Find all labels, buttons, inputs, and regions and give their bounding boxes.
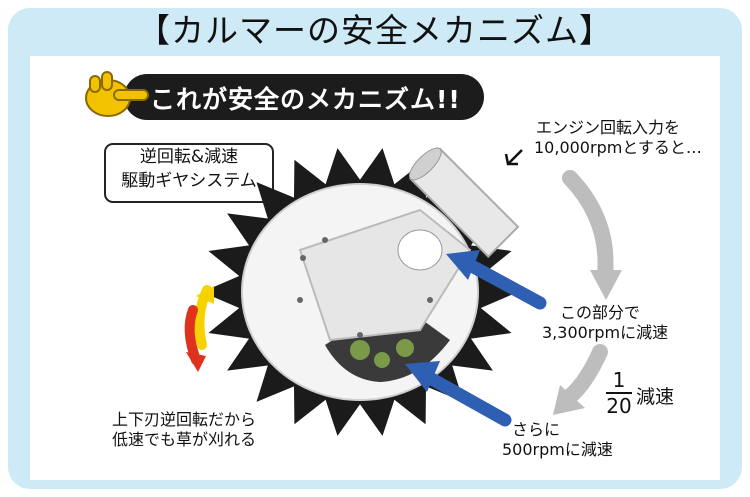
- flow-arrow-upper: [562, 170, 614, 283]
- headline-banner: [124, 74, 484, 120]
- fraction-bar: [606, 392, 632, 394]
- stage2-note: さらに 500rpmに減速: [502, 420, 613, 460]
- headline-text: これが安全のメカニズム!!: [150, 85, 461, 114]
- blade-note-line1: 上下刃逆回転だから: [112, 410, 257, 429]
- page-title: 【カルマーの安全メカニズム】: [137, 11, 613, 50]
- blade-note-line2: 低速でも草が刈れる: [112, 430, 257, 449]
- stage2-note-line1: さらに: [512, 420, 561, 439]
- pointer-arrowhead-stage1: [446, 250, 480, 280]
- reduction-numerator: 1: [612, 368, 626, 392]
- flow-arrowhead-upper: [590, 270, 622, 300]
- mechanism-label-box: 逆回転&減速 駆動ギヤシステム: [104, 143, 274, 203]
- input-shaft: [408, 147, 520, 258]
- rotation-arrowhead-up: [196, 286, 214, 304]
- input-note: エンジン回転入力を 10,000rpmとすると…: [534, 118, 702, 158]
- reduction-denominator: 20: [606, 394, 632, 418]
- reduction-fraction: 1 20: [606, 370, 632, 416]
- input-pointer-arrowhead: [504, 153, 518, 166]
- gear-cover: [397, 229, 443, 271]
- pointer-arrowhead-stage2: [405, 361, 440, 392]
- flow-arrow-lower: [560, 344, 608, 406]
- reduction-word: 減速: [636, 386, 675, 408]
- bolts: [297, 237, 433, 338]
- blade-note: 上下刃逆回転だから 低速でも草が刈れる: [112, 410, 256, 450]
- pointing-hand-icon: [85, 71, 149, 117]
- input-note-line1: エンジン回転入力を: [536, 118, 681, 137]
- gear-teeth: [350, 339, 414, 368]
- pointer-arrow-stage1: [463, 258, 547, 310]
- rotation-arrowhead-down: [186, 352, 206, 372]
- mechanism-label-line1: 逆回転&減速: [139, 147, 239, 167]
- pointer-arrow-stage2: [423, 371, 512, 427]
- input-note-line2: 10,000rpmとすると…: [534, 138, 702, 157]
- input-pointer-arrow: [507, 149, 523, 165]
- mechanism-label-line2: 駆動ギヤシステム: [121, 171, 257, 191]
- stage1-note-line2: 3,300rpmに減速: [542, 323, 669, 342]
- stage1-note: この部分で 3,300rpmに減速: [542, 303, 668, 343]
- stage1-note-line1: この部分で: [560, 303, 641, 322]
- rotation-arrow-down: [184, 305, 201, 365]
- stage2-note-line2: 500rpmに減速: [502, 440, 613, 459]
- flow-arrowhead-lower: [553, 385, 585, 415]
